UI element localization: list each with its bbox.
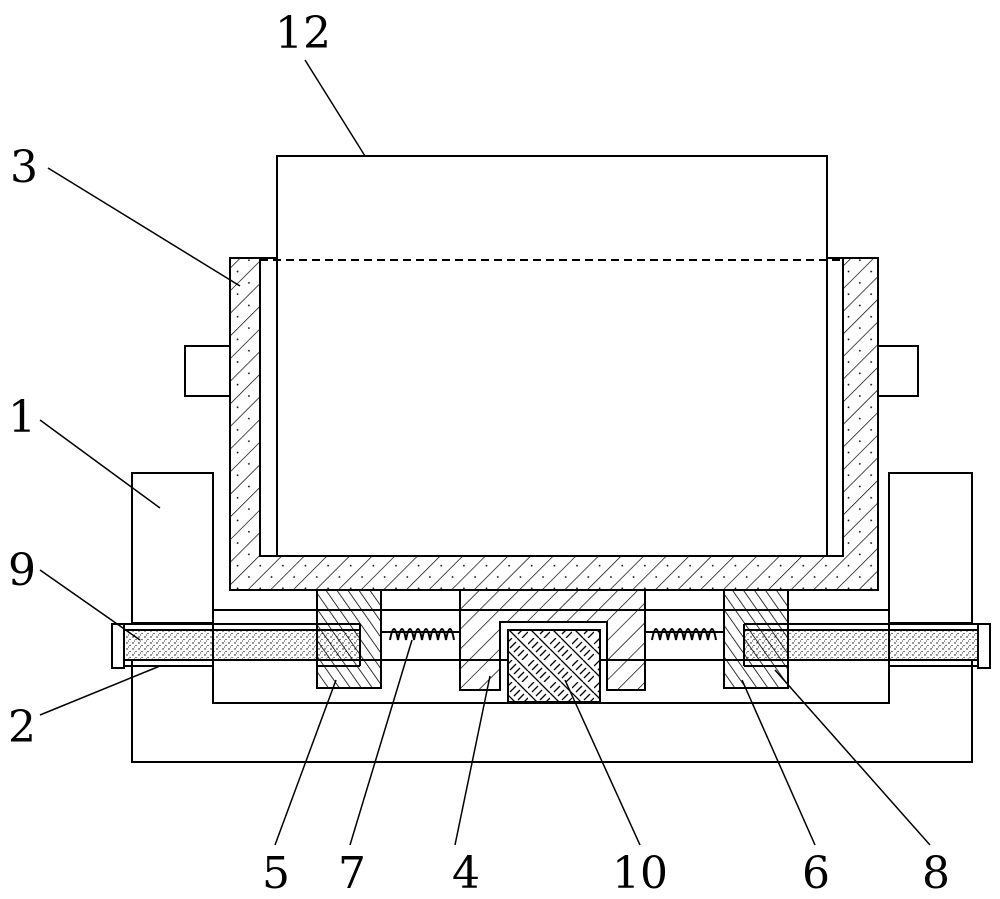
label-12: 12 <box>275 8 331 59</box>
top-container <box>260 155 843 557</box>
label-1: 1 <box>8 392 36 443</box>
label-9: 9 <box>8 545 36 596</box>
leader-8 <box>774 669 931 846</box>
left-handle <box>184 345 231 397</box>
leader-12 <box>304 59 366 157</box>
leader-3 <box>47 167 241 287</box>
leader-9 <box>39 569 141 641</box>
leader-lines <box>39 59 931 846</box>
right-rod <box>743 623 991 669</box>
center-u-block <box>459 589 646 703</box>
label-6: 6 <box>802 848 830 899</box>
right-spring <box>645 628 724 641</box>
left-rod <box>111 623 361 669</box>
left-spring <box>381 628 460 641</box>
right-handle <box>877 345 919 397</box>
leader-2 <box>39 665 161 716</box>
label-10: 10 <box>612 848 668 899</box>
label-5: 5 <box>262 848 290 899</box>
leader-7 <box>349 639 413 846</box>
leader-10 <box>564 679 641 846</box>
leader-6 <box>741 679 816 846</box>
leader-5 <box>274 679 337 846</box>
label-2: 2 <box>8 702 36 753</box>
label-4: 4 <box>452 848 480 899</box>
leader-4 <box>454 675 491 846</box>
label-3: 3 <box>10 142 38 193</box>
label-7: 7 <box>338 848 366 899</box>
weave-insert <box>507 629 601 703</box>
leader-1 <box>39 419 161 509</box>
tray-body <box>184 257 919 591</box>
label-8: 8 <box>922 848 950 899</box>
